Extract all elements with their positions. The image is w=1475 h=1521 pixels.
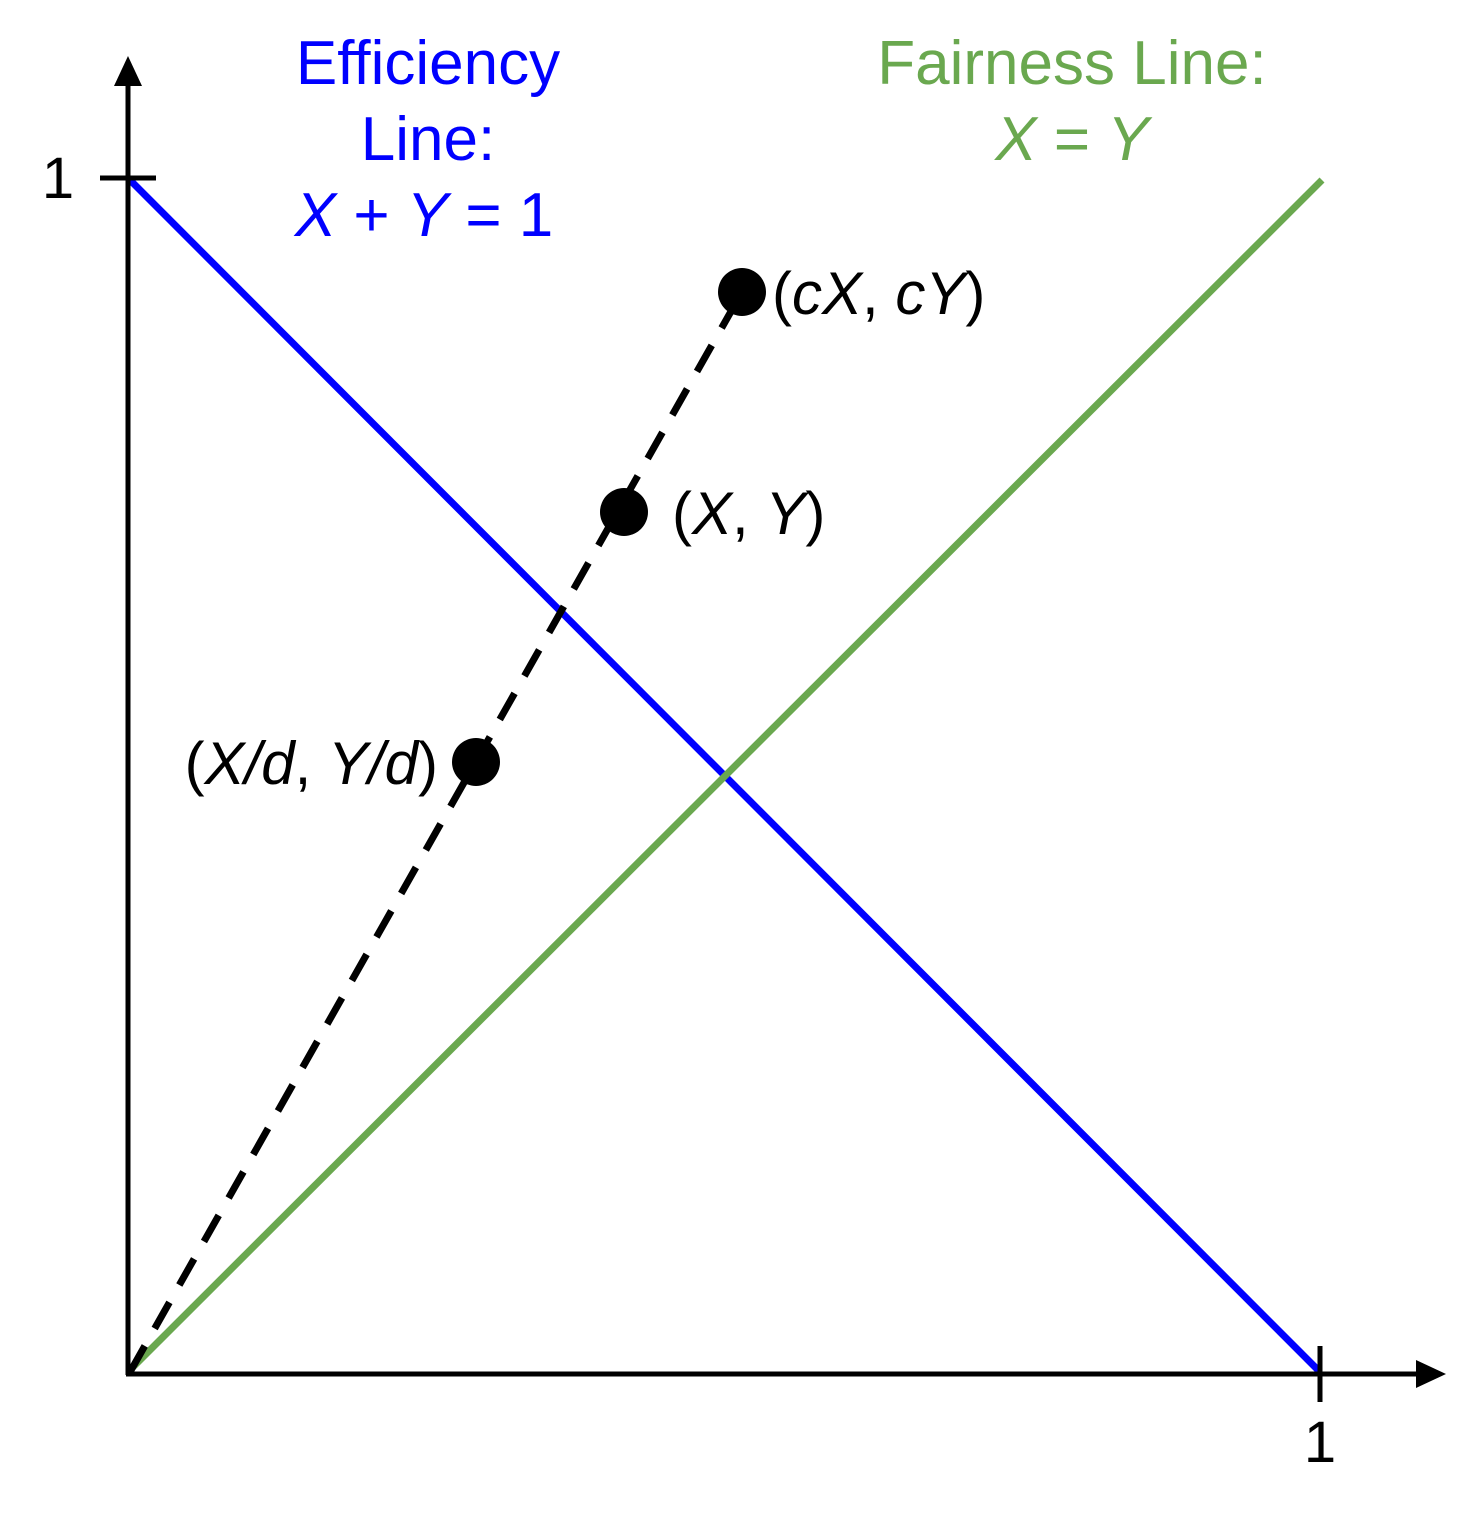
fairness-line — [125, 177, 1325, 1375]
fairness-line-title: Fairness Line: — [877, 29, 1266, 98]
x-axis-arrowhead — [1416, 1360, 1446, 1388]
efficiency-eq-x: X — [293, 181, 339, 250]
efficiency-line-title-line1: Efficiency — [296, 29, 560, 98]
fairness-line-equation: X = Y — [993, 105, 1153, 174]
point-base-label: (X, Y) — [672, 480, 825, 547]
point-scaled-up-marker — [718, 268, 766, 316]
efficiency-eq-op: + — [336, 181, 407, 250]
efficiency-eq-rest: = 1 — [448, 181, 553, 250]
point-scaled-up-label: (cX, cY) — [772, 260, 985, 327]
fairness-eq-x: X — [993, 105, 1039, 174]
x-axis-tick-label: 1 — [1304, 1410, 1336, 1475]
point-scaled-down-label: (X/d, Y/d) — [185, 730, 438, 797]
scaling-path-dashed — [126, 290, 746, 1374]
y-axis-arrowhead — [114, 56, 142, 86]
efficiency-line-title-line2: Line: — [361, 105, 495, 174]
efficiency-line-equation: X + Y = 1 — [293, 181, 554, 250]
point-base-marker — [600, 488, 648, 536]
fairness-eq-y: Y — [1107, 105, 1153, 174]
fairness-eq-op: = — [1037, 105, 1108, 174]
y-axis-tick-label: 1 — [42, 146, 74, 211]
point-scaled-down-marker — [452, 738, 500, 786]
efficiency-eq-y: Y — [407, 181, 453, 250]
